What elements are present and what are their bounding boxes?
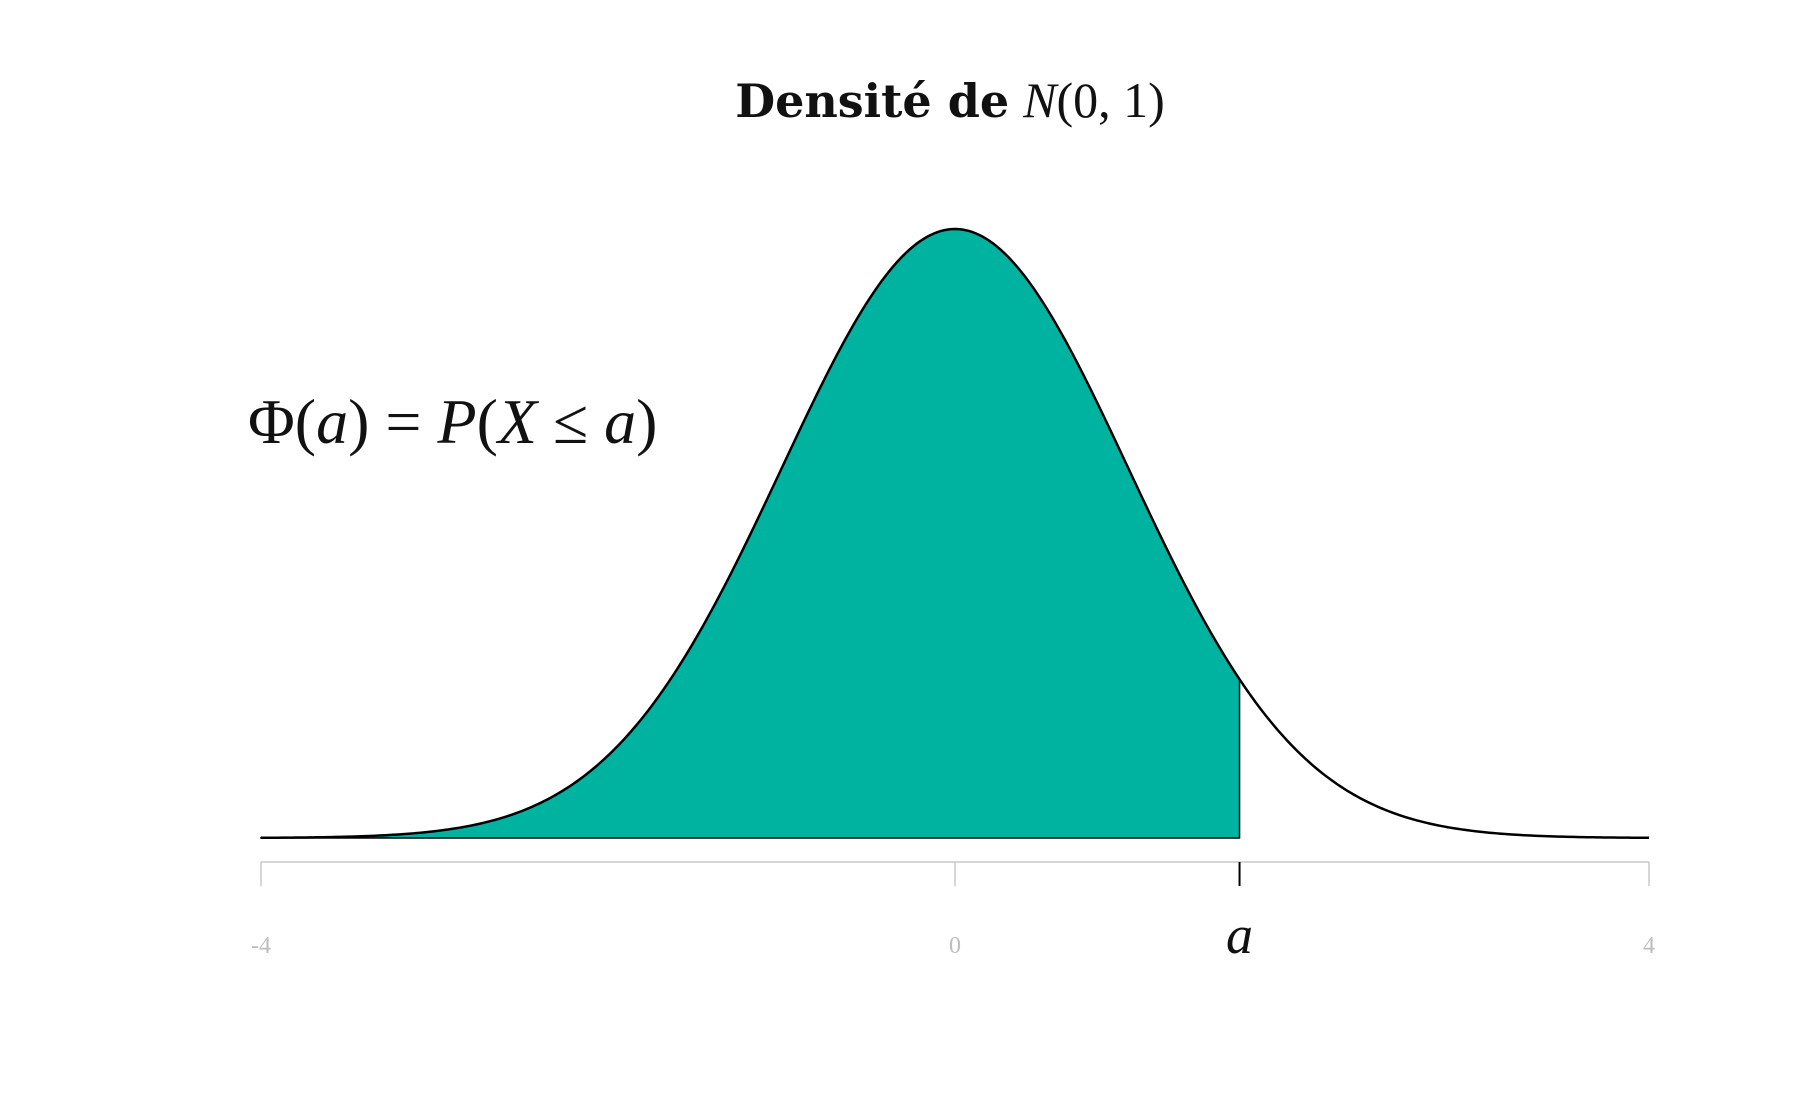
chart-title-dist-params: (0, 1) <box>1056 72 1164 128</box>
x-tick-label: -4 <box>251 933 271 959</box>
chart-title-prefix: Densité de <box>735 74 1009 128</box>
annotation-equals: = <box>369 386 437 457</box>
x-axis: -4 0 a 4 <box>251 861 1655 965</box>
annotation-leq: ≤ <box>537 386 604 457</box>
annotation-close-paren: ) <box>348 386 369 457</box>
cdf-annotation: Φ(a) = P(X ≤ a) <box>248 386 657 457</box>
annotation-a: a <box>316 386 348 457</box>
annotation-open-paren: ( <box>295 386 316 457</box>
x-tick-label: 0 <box>949 933 961 959</box>
annotation-x: X <box>495 386 540 457</box>
annotation-phi: Φ <box>248 386 295 457</box>
chart-title-dist-symbol: N <box>1022 72 1059 128</box>
x-tick-label: 4 <box>1643 933 1655 959</box>
density-curve <box>260 227 1650 840</box>
annotation-p: P <box>437 386 477 457</box>
annotation-close-paren-2: ) <box>636 386 657 457</box>
annotation-a-2: a <box>604 386 636 457</box>
x-tick-label-a: a <box>1226 905 1253 965</box>
annotation-open-paren-2: ( <box>477 386 498 457</box>
